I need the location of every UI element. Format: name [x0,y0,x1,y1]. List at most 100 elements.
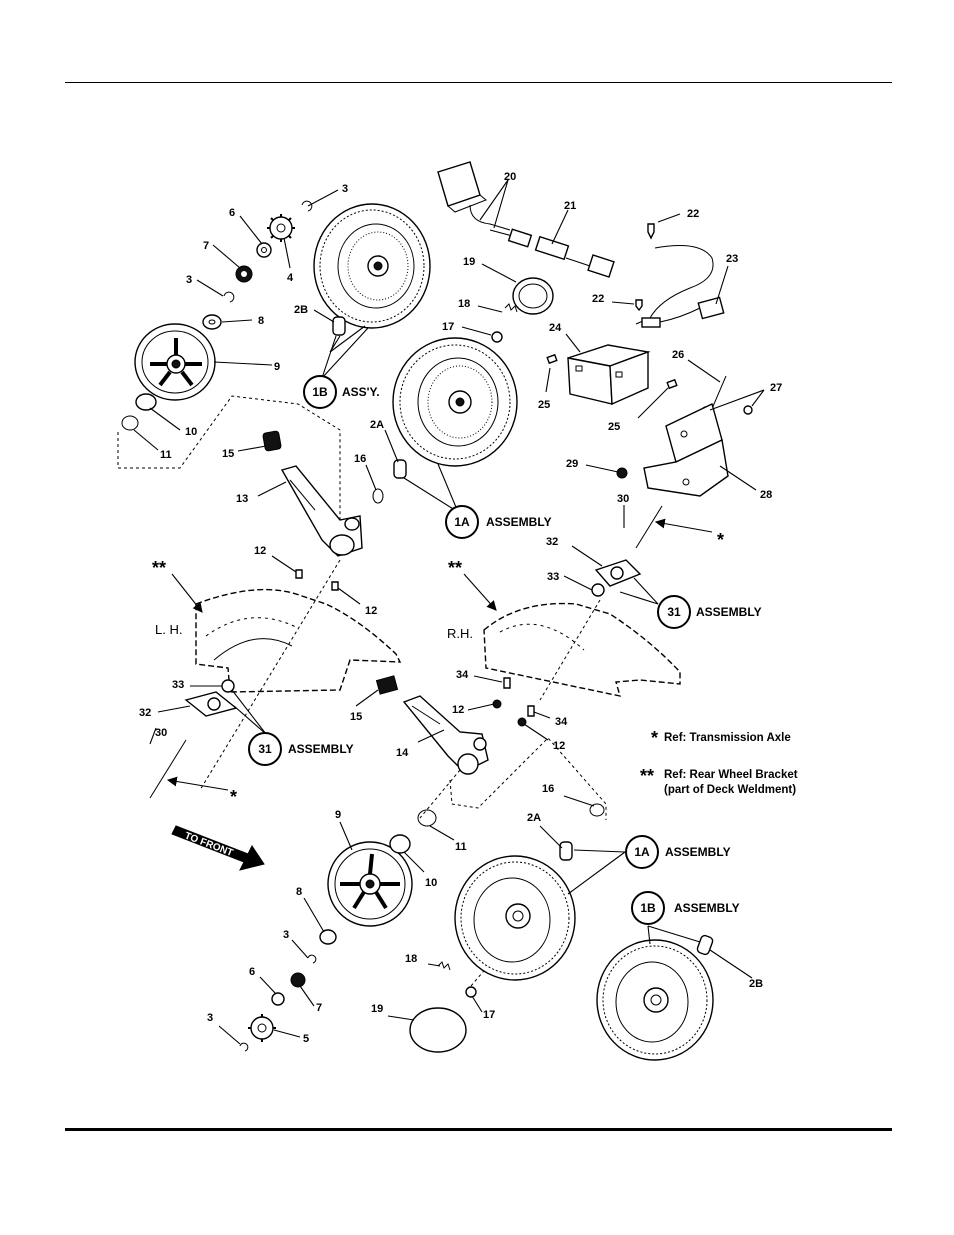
bushing-2A-bottom [559,841,573,861]
svg-text:1A: 1A [454,515,470,529]
side-label-rh: R.H. [447,626,473,641]
callout-7a: 7 [203,240,209,252]
callout-34a: 34 [456,669,469,681]
callout-16a: 16 [354,453,366,465]
callout-22b: 22 [592,293,604,305]
callout-12c: 12 [452,704,464,716]
nut-25-right [666,378,678,390]
wheel-1B-top [313,203,431,329]
dashed-axis-lh [199,559,341,791]
callout-12d: 12 [553,740,565,752]
bushing-2B-top [332,316,346,336]
ring-11-bottom [417,809,437,827]
bottom-rule [65,1128,892,1131]
lever-14 [402,695,489,775]
bushing-2B-bottom [696,934,714,956]
svg-text:ASSEMBLY: ASSEMBLY [674,901,740,915]
spring-18-top [504,303,518,313]
washer-33-rh [591,583,605,597]
callout-16b: 16 [542,783,554,795]
clip-3-mid [223,291,235,303]
callout-28: 28 [760,489,772,501]
wheel-1A-top [392,337,518,467]
lever-13 [280,465,363,557]
callout-20: 20 [504,171,516,183]
washer-8-top [202,314,222,330]
callout-18a: 18 [458,298,470,310]
svg-text:*: * [651,728,658,748]
dashed-leader-top [117,395,341,520]
spring-18-bottom [437,961,451,971]
callout-2Ab: 2A [527,812,541,824]
bearing-10-bottom [389,834,411,854]
top-rule [65,82,892,83]
callout-3a: 3 [342,183,348,195]
callout-4: 4 [287,272,294,284]
washer-27-b [743,405,753,415]
callout-9b: 9 [335,809,341,821]
assembly-31-left: 31 ASSEMBLY [248,732,354,766]
callout-12b: 12 [365,605,377,617]
screw-12-lh-a [295,569,303,579]
svg-text:31: 31 [667,605,681,619]
svg-text:**: ** [640,766,654,786]
bushing-2A-top [393,459,407,479]
pulley-9-bottom [327,841,413,927]
callout-25b: 25 [608,421,620,433]
leader-lines [133,179,765,1045]
bushing-7-bottom [290,972,306,988]
callout-labels: 3 6 4 7 3 8 9 10 11 2B 20 21 22 22 23 19… [139,171,782,1045]
svg-text:1B: 1B [312,385,328,399]
assembly-31-right: 31 ASSEMBLY [657,595,762,629]
svg-text:1B: 1B [640,901,656,915]
callout-2Ba: 2B [294,304,308,316]
callout-30a: 30 [617,493,629,505]
callout-17a: 17 [442,321,454,333]
star-marker-left: * [230,787,237,807]
nut-29 [616,467,628,479]
callout-21: 21 [564,200,576,212]
to-front-label: TO FRONT [183,831,234,860]
callout-24: 24 [549,322,562,334]
callout-9a: 9 [274,361,280,373]
washer-8-bottom [319,929,337,945]
rear-wheel-bracket-rh [483,602,681,697]
clip-3-bottom-a [307,954,317,964]
svg-text:ASSEMBLY: ASSEMBLY [288,742,354,756]
svg-text:ASSEMBLY: ASSEMBLY [665,845,731,859]
callout-2Aa: 2A [370,419,384,431]
callout-25a: 25 [538,399,550,411]
bearing-10-top [135,393,157,411]
bolt-34-b [527,705,535,717]
callout-12a: 12 [254,545,266,557]
double-star-marker-rh: ** [448,558,462,578]
svg-text:ASSEMBLY: ASSEMBLY [696,605,762,619]
callout-30b: 30 [155,727,167,739]
svg-text:Ref: Transmission Axle: Ref: Transmission Axle [664,732,791,744]
callout-26: 26 [672,349,684,361]
callout-3d: 3 [207,1012,213,1024]
callout-6b: 6 [249,966,255,978]
assembly-1B-top: 1B ASS'Y. [303,375,380,409]
wire-harness-21 [534,235,615,278]
callout-18b: 18 [405,953,417,965]
to-front-arrow: TO FRONT [171,825,265,871]
axle-bottom-left [149,739,187,799]
callout-34b: 34 [555,716,568,728]
fuse-cable-23 [635,245,725,328]
callout-11a: 11 [160,449,172,461]
callout-15a: 15 [222,448,234,460]
callout-3b: 3 [186,274,192,286]
callout-10a: 10 [185,426,197,438]
assembly-1A-bottom: 1A ASSEMBLY [625,835,731,869]
washer-6-top [256,242,272,258]
wheel-1A-bottom [454,855,576,981]
callout-8a: 8 [258,315,264,327]
callout-29: 29 [566,458,578,470]
dashed-axis-rh [539,599,601,701]
callout-33a: 33 [547,571,559,583]
callout-5: 5 [303,1033,309,1045]
pedal-pad-15-top [262,430,282,452]
callout-19b: 19 [371,1003,383,1015]
callout-33b: 33 [172,679,184,691]
